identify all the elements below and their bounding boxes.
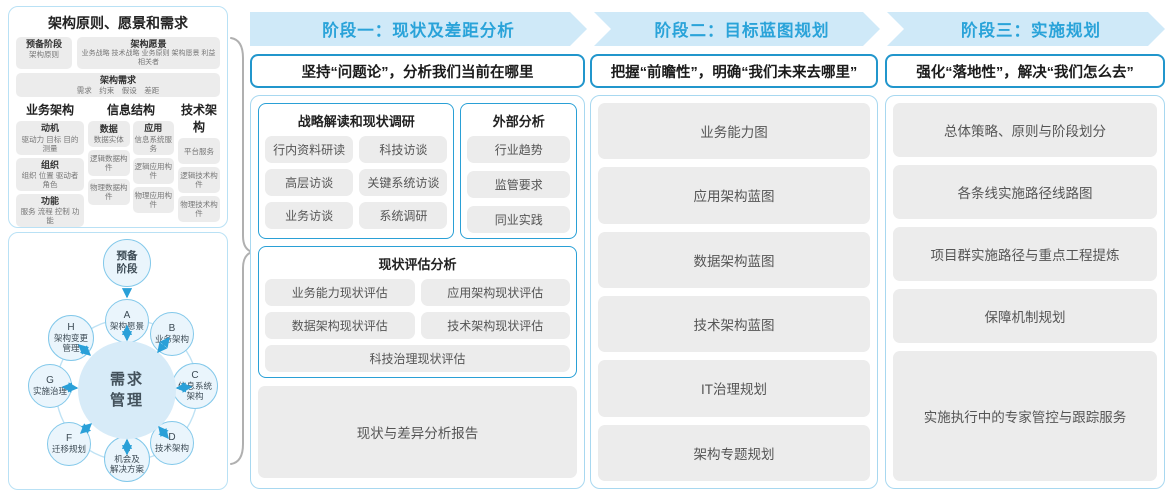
phase3-header-arrow: 阶段三：实施规划 xyxy=(887,12,1165,46)
adm-node-h: H 架构变更 管理 xyxy=(48,315,94,361)
architecture-requirements-box: 架构需求 需求 约束 假设 差距 xyxy=(16,73,220,98)
phase3-item: 总体策略、原则与阶段划分 xyxy=(893,103,1157,157)
research-item: 业务访谈 xyxy=(265,202,354,229)
assessment-item: 技术架构现状评估 xyxy=(420,312,570,339)
gap-analysis-report-box: 现状与差异分析报告 xyxy=(258,386,577,478)
research-item: 行内资料研读 xyxy=(265,136,354,163)
assessment-item: 数据架构现状评估 xyxy=(265,312,415,339)
assessment-box: 现状评估分析 业务能力现状评估 应用架构现状评估 数据架构现状评估 技术架构现状… xyxy=(258,246,577,378)
adm-node-f: F 迁移规划 xyxy=(47,422,91,466)
phase1-panel: 战略解读和现状调研 行内资料研读 科技访谈 高层访谈 关键系统访谈 业务访谈 系… xyxy=(250,95,585,489)
phase2-item: 架构专题规划 xyxy=(598,424,870,481)
motivation-box: 动机 驱动力 目标 目的 测量 xyxy=(16,121,84,155)
phase3-panel: 总体策略、原则与阶段划分 各条线实施路径线路图 项目群实施路径与重点工程提炼 保… xyxy=(885,95,1165,489)
research-item: 系统调研 xyxy=(359,202,448,229)
business-architecture-column: 业务架构 动机 驱动力 目标 目的 测量 组织 组织 位置 驱动者 角色 功能 … xyxy=(16,101,84,228)
phase3-item: 实施执行中的专家管控与跟踪服务 xyxy=(893,351,1157,481)
phase2-item: 应用架构蓝图 xyxy=(598,167,870,224)
phase1-slogan: 坚持“问题论”，分析我们当前在哪里 xyxy=(250,54,585,88)
assessment-item: 科技治理现状评估 xyxy=(265,345,570,372)
adm-node-a: A 架构愿景 xyxy=(105,299,149,343)
prep-phase-box: 预备阶段 架构原则 xyxy=(16,37,72,70)
technology-architecture-column: 技术架构 平台服务 逻辑技术构件 物理技术构件 xyxy=(178,101,220,227)
architecture-vision-box: 架构愿景 业务战略 技术战略 业务原则 架构愿景 利益相关者 xyxy=(77,37,220,70)
assessment-item: 业务能力现状评估 xyxy=(265,279,415,306)
strategy-research-box: 战略解读和现状调研 行内资料研读 科技访谈 高层访谈 关键系统访谈 业务访谈 系… xyxy=(258,103,455,239)
phase3-item: 保障机制规划 xyxy=(893,289,1157,343)
research-item: 科技访谈 xyxy=(359,136,448,163)
external-item: 监管要求 xyxy=(467,171,570,198)
adm-cycle-panel: 预备 阶段 A 架构愿景 B 业务架构 C 信息系统 架构 D 技术架构 E 机… xyxy=(8,232,228,490)
adm-node-b: B 业务架构 xyxy=(150,312,194,356)
phase2-item: 业务能力图 xyxy=(598,103,870,160)
assessment-item: 应用架构现状评估 xyxy=(420,279,570,306)
adm-node-c: C 信息系统 架构 xyxy=(172,363,218,409)
phase3-item: 项目群实施路径与重点工程提炼 xyxy=(893,227,1157,281)
application-subcolumn: 应用 信息系统服务 逻辑应用构件 物理应用构件 xyxy=(132,121,174,213)
external-item: 同业实践 xyxy=(467,206,570,233)
organization-box: 组织 组织 位置 驱动者 角色 xyxy=(16,157,84,191)
adm-node-g: G 实施治理 xyxy=(28,364,72,408)
phase1-header-arrow: 阶段一：现状及差距分析 xyxy=(250,12,587,46)
phase2-item: 技术架构蓝图 xyxy=(598,295,870,353)
phase2-item: 数据架构蓝图 xyxy=(598,231,870,288)
external-analysis-box: 外部分析 行业趋势 监管要求 同业实践 xyxy=(460,103,577,239)
research-item: 高层访谈 xyxy=(265,169,354,196)
phase2-item: IT治理规划 xyxy=(598,360,870,417)
architecture-principles-panel: 架构原则、愿景和需求 预备阶段 架构原则 架构愿景 业务战略 技术战略 业务原则… xyxy=(8,6,228,267)
adm-center-requirements-management: 需求 管理 xyxy=(78,341,176,439)
adm-node-preliminary: 预备 阶段 xyxy=(103,239,151,287)
function-box: 功能 服务 流程 控制 功能 xyxy=(16,193,84,228)
phase3-slogan: 强化“落地性”，解决“我们怎么去” xyxy=(885,54,1165,88)
phase2-slogan: 把握“前瞻性”，明确“我们未来去哪里” xyxy=(590,54,878,88)
information-structure-column: 信息结构 数据 数据实体 逻辑数据构件 物理数据构件 应用 信息系统服务 xyxy=(88,101,174,227)
phase2-header-arrow: 阶段二：目标蓝图规划 xyxy=(594,12,880,46)
panel-title: 架构原则、愿景和需求 xyxy=(48,15,188,31)
research-item: 关键系统访谈 xyxy=(359,169,448,196)
adm-node-e: E 机会及 解决方案 xyxy=(104,436,150,482)
phase3-item: 各条线实施路径线路图 xyxy=(893,165,1157,219)
external-item: 行业趋势 xyxy=(467,136,570,163)
data-subcolumn: 数据 数据实体 逻辑数据构件 物理数据构件 xyxy=(88,121,130,212)
phase2-panel: 业务能力图 应用架构蓝图 数据架构蓝图 技术架构蓝图 IT治理规划 架构专题规划 xyxy=(590,95,878,489)
